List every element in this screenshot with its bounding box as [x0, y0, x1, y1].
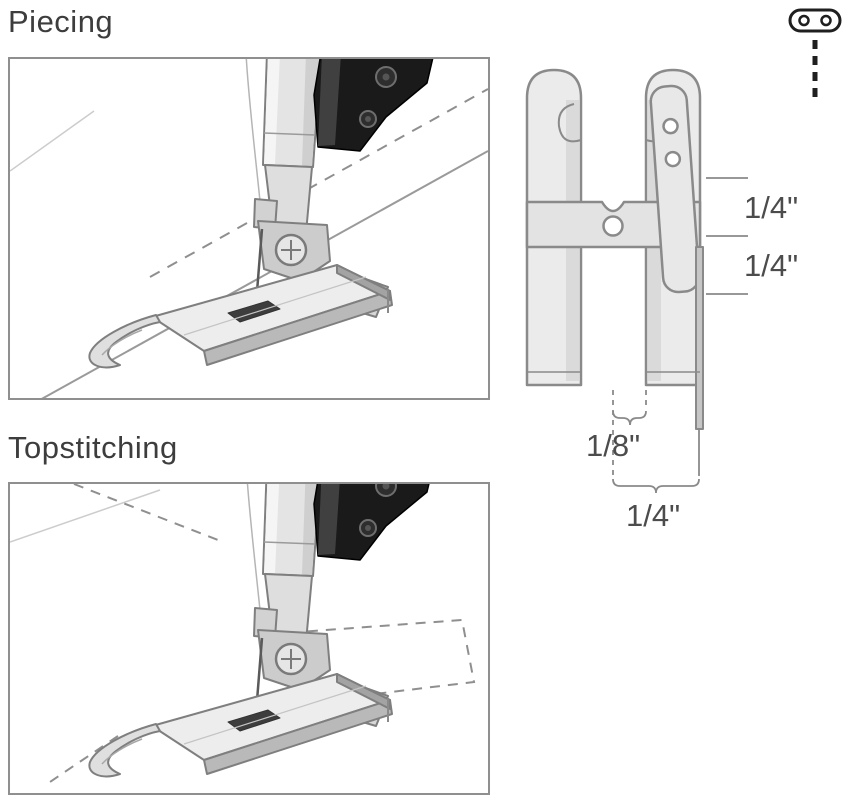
dimension-marks — [612, 177, 748, 494]
presser-foot-front-view — [525, 68, 748, 494]
fabric-fold-line — [10, 489, 161, 543]
piecing-label: Piecing — [8, 4, 114, 39]
topstitching-illustration-frame — [8, 482, 490, 795]
seam-stitch-dashed-line — [149, 88, 488, 278]
fabric-fold-line — [10, 110, 95, 172]
topstitch-dashed-line — [43, 735, 119, 787]
topstitching-label: Topstitching — [8, 430, 178, 465]
dimension-label-quarter-inch-bottom: 1/4" — [626, 498, 681, 533]
fabric-edge-line — [41, 150, 488, 398]
edge-guide-blade — [695, 246, 704, 430]
topstitching-illustration — [10, 484, 476, 787]
screw-icon — [788, 8, 842, 104]
screw-head — [788, 8, 842, 33]
presser-foot-artwork — [87, 59, 436, 369]
topstitch-corner-dashed-path — [271, 618, 476, 703]
screw-head-hole — [798, 14, 810, 27]
screw-head-hole — [820, 14, 832, 27]
brace-eighth-inch — [612, 410, 647, 426]
dimension-label-eighth-inch: 1/8" — [586, 428, 641, 463]
dimension-label-lower-right: 1/4" — [744, 248, 799, 283]
presser-foot-artwork — [87, 484, 436, 778]
piecing-illustration — [10, 59, 488, 398]
piecing-illustration-frame — [8, 57, 490, 400]
arm-hole — [662, 117, 679, 135]
needle-hole — [602, 215, 624, 237]
arm-hole — [664, 150, 682, 168]
brace-quarter-inch — [612, 478, 700, 494]
dimension-label-upper-right: 1/4" — [744, 190, 799, 225]
left-heel-curl — [557, 103, 582, 143]
attachment-arm — [649, 84, 701, 294]
topstitch-dashed-line — [73, 484, 219, 541]
